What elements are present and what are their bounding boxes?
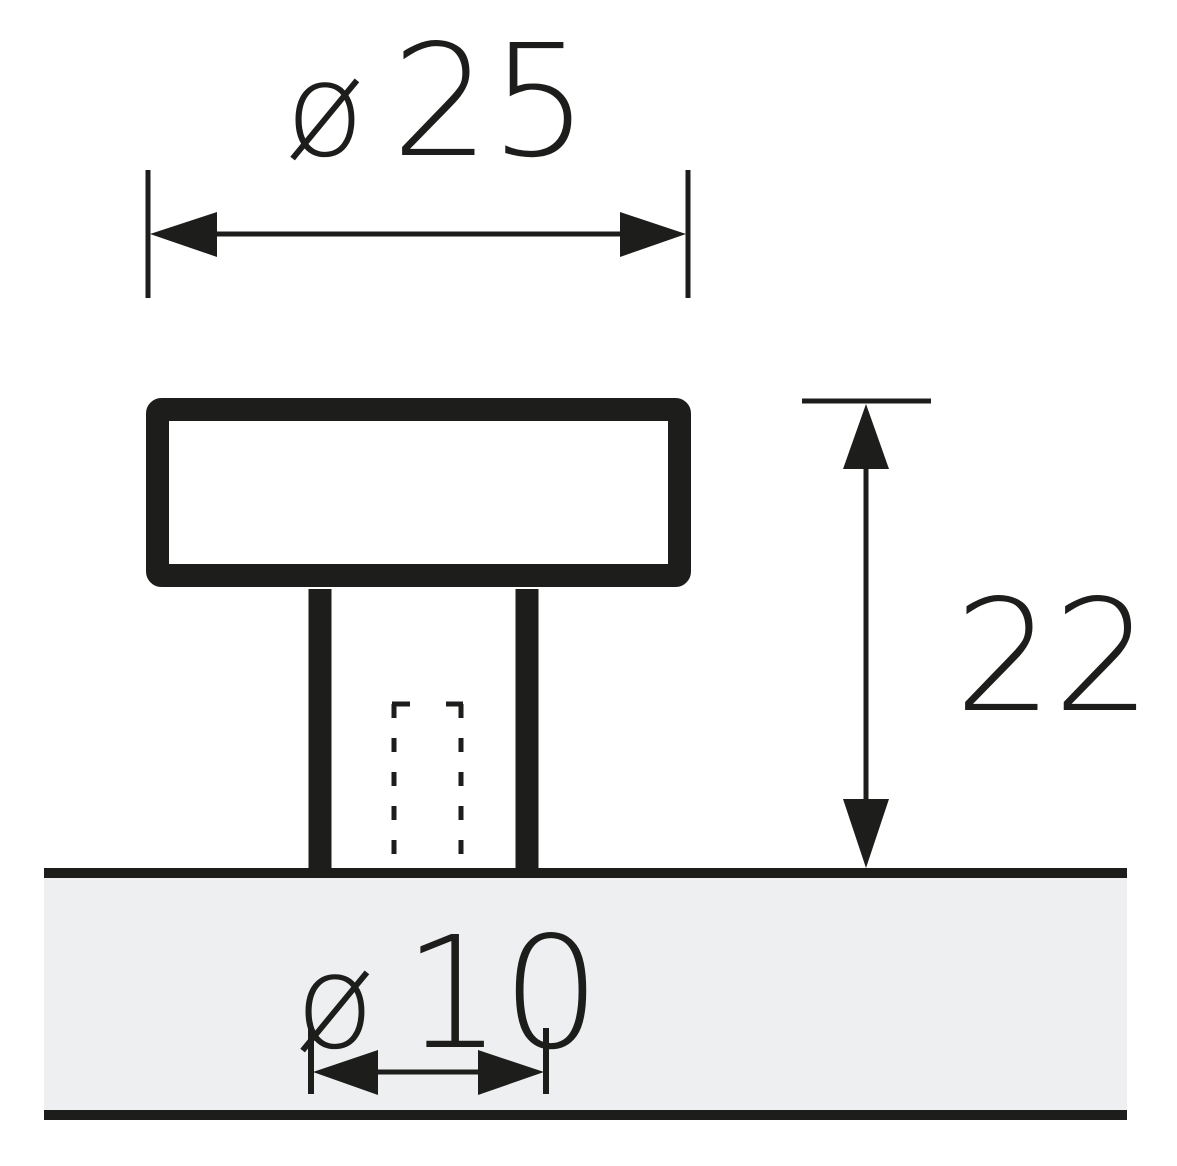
top-diameter-value: 25	[391, 11, 588, 192]
height-value: 22	[954, 566, 1151, 747]
arrowhead-up	[843, 404, 889, 469]
top-diameter-dimension	[145, 170, 691, 298]
top-diameter-symbol: ø	[285, 34, 365, 186]
mounting-surface	[44, 873, 1127, 1115]
height-dimension	[802, 398, 931, 868]
arrowhead-left	[313, 1050, 378, 1095]
arrowhead-right	[478, 1050, 544, 1095]
arrowhead-right	[620, 212, 686, 257]
hidden-screw-hole	[391, 701, 464, 862]
stem-diameter-value: 10	[403, 903, 600, 1084]
arrowhead-left	[150, 212, 217, 257]
stem-diameter-dimension	[308, 1028, 549, 1095]
arrowhead-down	[843, 799, 889, 868]
knob-head	[146, 398, 691, 587]
